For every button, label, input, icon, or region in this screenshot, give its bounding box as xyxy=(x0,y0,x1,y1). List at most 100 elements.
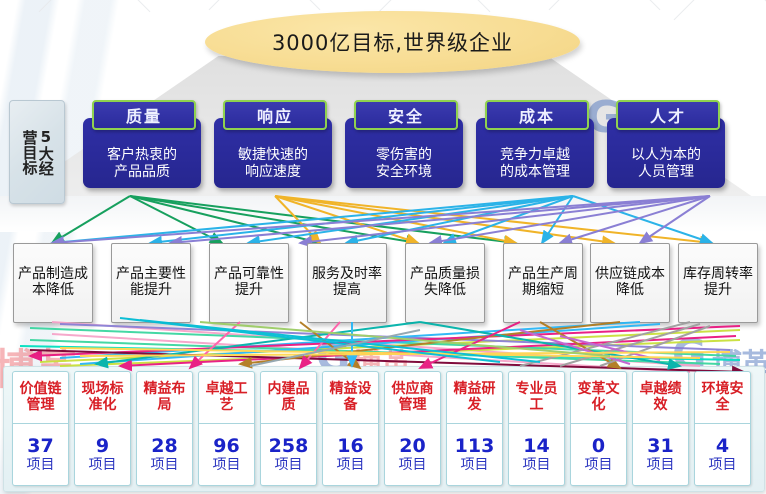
floor-band xyxy=(0,196,766,232)
metric-label: 产品生产周期缩短 xyxy=(508,266,578,298)
project-card[interactable]: 卓越工艺 96 项目 xyxy=(198,371,255,486)
goal-header: 质量 xyxy=(92,100,196,130)
project-name-header: 环境安全 xyxy=(695,372,750,424)
project-count: 4 xyxy=(715,435,730,457)
goal-line1: 以人为本的 xyxy=(631,146,701,163)
project-count: 37 xyxy=(27,435,54,457)
goal-line2: 安全环境 xyxy=(376,163,432,180)
metric-box[interactable]: 供应链成本降低 xyxy=(590,243,670,323)
metric-label: 产品可靠性提升 xyxy=(214,266,284,298)
project-count-body: 96 项目 xyxy=(199,424,254,485)
project-name-header: 专业员工 xyxy=(509,372,564,424)
metric-box[interactable]: 产品质量损失降低 xyxy=(405,243,485,323)
project-count: 31 xyxy=(647,435,674,457)
project-count-body: 9 项目 xyxy=(75,424,130,485)
project-count-body: 258 项目 xyxy=(261,424,316,485)
chevron-decor xyxy=(38,0,151,68)
project-name-header: 现场标准化 xyxy=(75,372,130,424)
project-count-body: 4 项目 xyxy=(695,424,750,485)
project-count-body: 20 项目 xyxy=(385,424,440,485)
project-unit: 项目 xyxy=(26,457,55,473)
goal-line2: 的成本管理 xyxy=(500,163,570,180)
project-count: 258 xyxy=(268,435,309,457)
metric-box[interactable]: 产品可靠性提升 xyxy=(209,243,289,323)
project-name-header: 供应商管理 xyxy=(385,372,440,424)
project-name: 卓越工艺 xyxy=(205,381,248,413)
project-name-header: 卓越工艺 xyxy=(199,372,254,424)
goal-line2: 产品品质 xyxy=(114,163,170,180)
project-count-body: 113 项目 xyxy=(447,424,502,485)
project-unit: 项目 xyxy=(646,457,675,473)
project-count: 14 xyxy=(523,435,550,457)
project-count-body: 31 项目 xyxy=(633,424,688,485)
project-card[interactable]: 变革文化 0 项目 xyxy=(570,371,627,486)
project-card[interactable]: 卓越绩效 31 项目 xyxy=(632,371,689,486)
metric-box[interactable]: 产品主要性能提升 xyxy=(111,243,191,323)
goal-header: 响应 xyxy=(223,100,327,130)
main-title-banner: 3000亿目标,世界级企业 xyxy=(205,11,580,73)
metric-label: 服务及时率提高 xyxy=(312,266,382,298)
project-unit: 项目 xyxy=(212,457,241,473)
project-name: 精益设备 xyxy=(329,381,372,413)
project-name: 精益布局 xyxy=(143,381,186,413)
project-card[interactable]: 内建品质 258 项目 xyxy=(260,371,317,486)
project-count-body: 14 项目 xyxy=(509,424,564,485)
project-unit: 项目 xyxy=(708,457,737,473)
project-unit: 项目 xyxy=(460,457,489,473)
goal-line2: 响应速度 xyxy=(245,163,301,180)
project-count-body: 0 项目 xyxy=(571,424,626,485)
goal-line1: 零伤害的 xyxy=(376,146,432,163)
metric-box[interactable]: 服务及时率提高 xyxy=(307,243,387,323)
project-count: 0 xyxy=(591,435,606,457)
project-name: 供应商管理 xyxy=(391,381,434,413)
metric-label: 产品主要性能提升 xyxy=(116,266,186,298)
project-card[interactable]: 精益研发 113 项目 xyxy=(446,371,503,486)
project-card[interactable]: 精益布局 28 项目 xyxy=(136,371,193,486)
project-name: 价值链管理 xyxy=(19,381,62,413)
project-count-body: 28 项目 xyxy=(137,424,192,485)
side-label-5-goals: 5大经 营目标 xyxy=(9,100,65,204)
metric-box[interactable]: 产品制造成本降低 xyxy=(13,243,93,323)
project-count: 96 xyxy=(213,435,240,457)
project-card[interactable]: 现场标准化 9 项目 xyxy=(74,371,131,486)
page-title: 3000亿目标,世界级企业 xyxy=(271,31,514,55)
project-card[interactable]: 供应商管理 20 项目 xyxy=(384,371,441,486)
metric-label: 供应链成本降低 xyxy=(595,266,665,298)
project-name-header: 价值链管理 xyxy=(13,372,68,424)
project-name: 精益研发 xyxy=(453,381,496,413)
project-name: 变革文化 xyxy=(577,381,620,413)
goal-line1: 敏捷快速的 xyxy=(238,146,308,163)
project-count: 20 xyxy=(399,435,426,457)
project-name-header: 变革文化 xyxy=(571,372,626,424)
project-name-header: 精益布局 xyxy=(137,372,192,424)
project-unit: 项目 xyxy=(88,457,117,473)
project-count: 9 xyxy=(95,435,110,457)
metric-box[interactable]: 库存周转率提升 xyxy=(678,243,758,323)
project-card[interactable]: 环境安全 4 项目 xyxy=(694,371,751,486)
project-card[interactable]: 精益设备 16 项目 xyxy=(322,371,379,486)
chevron-decor xyxy=(673,0,766,76)
project-unit: 项目 xyxy=(336,457,365,473)
project-name-header: 卓越绩效 xyxy=(633,372,688,424)
metric-box[interactable]: 产品生产周期缩短 xyxy=(503,243,583,323)
project-card[interactable]: 价值链管理 37 项目 xyxy=(12,371,69,486)
goal-line1: 竞争力卓越 xyxy=(500,146,570,163)
project-name-header: 精益研发 xyxy=(447,372,502,424)
project-name: 内建品质 xyxy=(267,381,310,413)
project-count: 16 xyxy=(337,435,364,457)
project-name: 现场标准化 xyxy=(81,381,124,413)
project-name-header: 精益设备 xyxy=(323,372,378,424)
project-unit: 项目 xyxy=(584,457,613,473)
side-label-col-left: 营目标 xyxy=(20,129,39,175)
project-name: 卓越绩效 xyxy=(639,381,682,413)
project-name-header: 内建品质 xyxy=(261,372,316,424)
goal-line2: 人员管理 xyxy=(638,163,694,180)
goal-header: 成本 xyxy=(485,100,589,130)
project-card[interactable]: 专业员工 14 项目 xyxy=(508,371,565,486)
metric-label: 产品质量损失降低 xyxy=(410,266,480,298)
project-count-body: 16 项目 xyxy=(323,424,378,485)
project-unit: 项目 xyxy=(398,457,427,473)
goal-header: 安全 xyxy=(354,100,458,130)
metric-label: 库存周转率提升 xyxy=(683,266,753,298)
